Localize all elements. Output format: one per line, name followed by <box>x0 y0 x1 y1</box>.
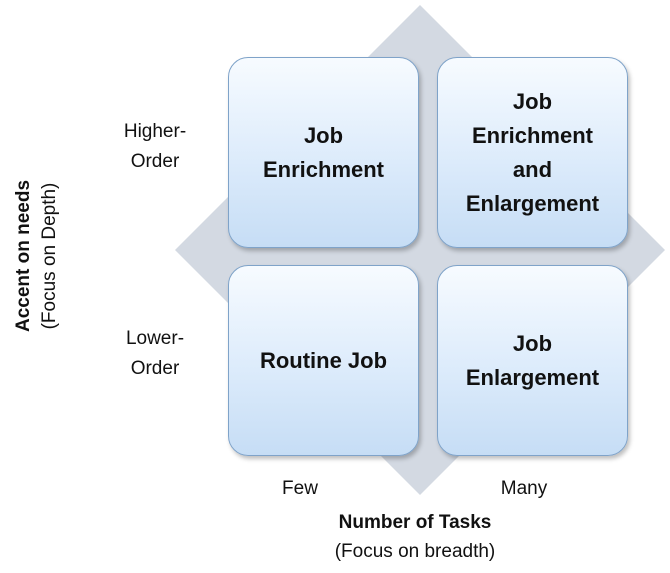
quadrant-job-enrichment: Job Enrichment <box>228 57 419 248</box>
row-label-lower-order: Lower- Order <box>125 328 185 379</box>
y-axis-title-group: Accent on needs (Focus on Depth) <box>11 180 63 332</box>
y-axis-title: Accent on needs <box>13 179 34 333</box>
column-label-few: Few <box>282 478 318 499</box>
quadrant-label: Job Enrichment <box>262 122 385 182</box>
y-axis-subtitle: (Focus on Depth) <box>39 182 60 330</box>
column-label-many: Many <box>500 478 548 499</box>
x-axis-title: Number of Tasks <box>338 512 492 533</box>
quadrant-label: Job Enrichment and Enlargement <box>465 88 600 216</box>
quadrant-routine-job: Routine Job <box>228 265 419 456</box>
x-axis-subtitle: (Focus on breadth) <box>334 541 496 562</box>
row-label-higher-order: Higher- Order <box>123 121 187 172</box>
quadrant-job-enlargement: Job Enlargement <box>437 265 628 456</box>
quadrant-job-enrichment-and-enlargement: Job Enrichment and Enlargement <box>437 57 628 248</box>
quadrant-label: Routine Job <box>259 347 388 373</box>
quadrant-label: Job Enlargement <box>465 330 600 390</box>
